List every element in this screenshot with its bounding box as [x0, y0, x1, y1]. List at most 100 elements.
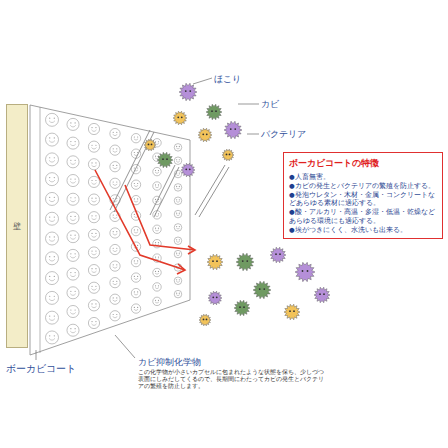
chemical-particles	[46, 113, 182, 344]
particle-eye	[49, 236, 50, 237]
particle-circle	[174, 157, 182, 165]
particle-eye	[70, 141, 71, 142]
particle-smile	[134, 139, 138, 140]
particle-smile	[176, 188, 179, 189]
wall-label: 壁	[13, 221, 21, 232]
microbe	[198, 128, 212, 142]
particle-circle	[110, 311, 120, 321]
particle-smile	[155, 158, 159, 159]
particle-circle	[46, 212, 59, 225]
particle-eye	[95, 303, 96, 304]
smiley-particle	[174, 224, 182, 232]
particle-eye	[54, 296, 55, 297]
particle-eye	[75, 216, 76, 217]
particle-circle	[67, 231, 79, 243]
particle-eye	[179, 159, 180, 160]
smiley-particle	[174, 277, 182, 285]
smiley-particle	[67, 137, 79, 149]
particle-circle	[88, 317, 99, 328]
microbe-eye	[211, 110, 213, 112]
particle-circle	[131, 180, 140, 189]
particle-eye	[116, 181, 117, 182]
particle-eye	[155, 242, 156, 243]
particle-smile	[134, 232, 138, 233]
smiley-particle	[174, 290, 182, 298]
particle-eye	[176, 239, 177, 240]
smiley-particle	[110, 145, 120, 155]
feature-bullet: ●発泡ウレタン・木材・金属・コンクリートなどあらゆる素材に適応する。	[289, 191, 437, 209]
particle-smile	[134, 278, 138, 279]
particle-eye	[179, 226, 180, 227]
particle-circle	[46, 113, 59, 126]
particle-eye	[113, 264, 114, 265]
particle-circle	[131, 288, 140, 297]
particle-eye	[54, 315, 55, 316]
particle-eye	[134, 291, 135, 292]
particle-circle	[110, 244, 120, 254]
smiley-particle	[46, 113, 59, 126]
particle-eye	[137, 276, 138, 277]
particle-smile	[176, 215, 179, 216]
particle-smile	[113, 234, 118, 235]
particle-smile	[113, 184, 118, 185]
particle-eye	[113, 231, 114, 232]
particle-eye	[75, 253, 76, 254]
microbe-body	[157, 152, 173, 168]
particle-smile	[155, 273, 159, 274]
particle-eye	[95, 145, 96, 146]
smiley-particle	[46, 331, 59, 344]
smiley-particle	[110, 211, 120, 221]
microbe	[284, 304, 300, 320]
smiley-particle	[88, 282, 99, 293]
particle-eye	[116, 165, 117, 166]
microbe	[144, 139, 156, 151]
particle-smile	[155, 143, 159, 144]
particle-smile	[70, 256, 75, 258]
smiley-particle	[110, 128, 120, 138]
particle-eye	[137, 291, 138, 292]
microbe-eye	[177, 116, 179, 118]
smiley-particle	[131, 134, 140, 143]
microbe-eye	[279, 253, 281, 255]
microbe-eye	[206, 133, 208, 135]
microbe-body	[253, 281, 271, 299]
microbe-eye	[239, 306, 241, 308]
smiley-particle	[67, 268, 79, 280]
particle-smile	[49, 319, 55, 321]
smiley-particle	[131, 304, 140, 313]
particle-eye	[113, 297, 114, 298]
particle-circle	[174, 224, 182, 232]
particle-eye	[134, 276, 135, 277]
smiley-particle	[46, 232, 59, 245]
particle-eye	[158, 170, 159, 171]
bounce-arrows	[95, 170, 195, 274]
particle-smile	[113, 283, 118, 284]
particle-eye	[91, 180, 92, 181]
smiley-particle	[174, 210, 182, 218]
particle-eye	[95, 215, 96, 216]
particle-eye	[155, 285, 156, 286]
particle-circle	[174, 290, 182, 298]
particle-eye	[54, 217, 55, 218]
particle-smile	[113, 300, 118, 301]
particle-eye	[70, 197, 71, 198]
particle-eye	[91, 127, 92, 128]
smiley-particle	[174, 237, 182, 245]
microbe-body	[314, 287, 330, 303]
particle-circle	[67, 268, 79, 280]
particle-eye	[49, 296, 50, 297]
particle-circle	[88, 212, 99, 223]
microbe-eye	[275, 253, 277, 255]
particle-smile	[70, 331, 75, 333]
particle-smile	[155, 288, 159, 289]
particle-eye	[95, 127, 96, 128]
particle-eye	[49, 335, 50, 336]
smiley-particle	[88, 229, 99, 240]
particle-eye	[70, 309, 71, 310]
label: ほこり	[214, 73, 241, 86]
particle-smile	[70, 294, 75, 296]
particle-eye	[75, 122, 76, 123]
particle-smile	[49, 279, 55, 281]
particle-smile	[176, 161, 179, 162]
microbe-eye	[259, 288, 261, 290]
